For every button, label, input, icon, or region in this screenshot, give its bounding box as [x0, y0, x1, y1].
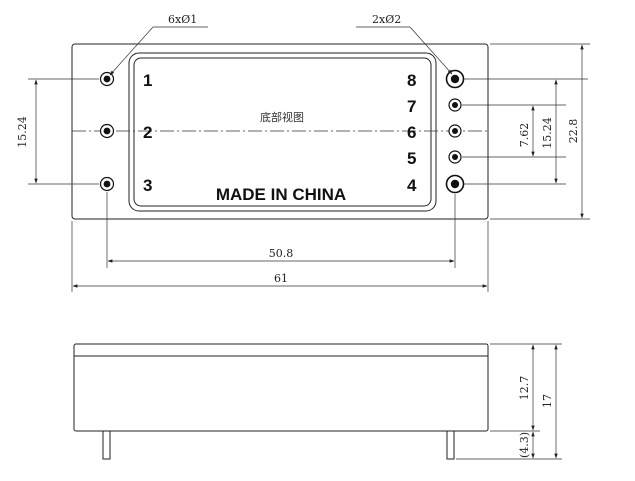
dim-pin-length: (4.3) — [518, 431, 535, 459]
svg-text:61: 61 — [274, 272, 288, 285]
pin-hole-7 — [448, 98, 462, 112]
svg-text:17: 17 — [541, 394, 554, 408]
svg-text:12.7: 12.7 — [518, 376, 531, 401]
pin-label-6: 6 — [407, 123, 416, 142]
side-view: 12.7 (4.3) 17 — [73, 343, 562, 460]
svg-text:15.24: 15.24 — [541, 117, 554, 149]
dim-pin-pitch-right: 7.62 — [518, 105, 535, 157]
pin-label-8: 8 — [407, 71, 416, 90]
bottom-view: 底部视图 MADE IN CHINA — [16, 13, 590, 292]
pin-hole-1 — [99, 71, 115, 87]
body-outline — [71, 43, 489, 220]
svg-text:22.8: 22.8 — [567, 119, 580, 144]
dim-left-pin-span: 15.24 — [16, 78, 99, 185]
pin-hole-4 — [445, 174, 465, 194]
svg-text:7.62: 7.62 — [518, 123, 531, 148]
dim-body-height: 22.8 — [567, 44, 584, 219]
pin-label-3: 3 — [143, 176, 152, 195]
made-in-china-marking: MADE IN CHINA — [216, 185, 346, 204]
svg-text:2xØ2: 2xØ2 — [372, 13, 401, 26]
small-hole-callout: 6xØ1 — [109, 13, 208, 76]
pin-hole-6 — [448, 124, 462, 138]
pin-hole-8 — [445, 69, 465, 89]
dim-pin-row-spacing: 50.8 — [106, 192, 456, 268]
pin-label-5: 5 — [407, 149, 416, 168]
pin-hole-5 — [448, 150, 462, 164]
pin-label-1: 1 — [143, 71, 152, 90]
pin-left — [102, 430, 111, 460]
svg-text:(4.3): (4.3) — [518, 432, 531, 458]
dim-body-length: 61 — [71, 221, 489, 292]
dim-overall-height: 17 — [541, 344, 558, 459]
pin-right — [446, 430, 455, 460]
dim-case-height: 12.7 — [518, 344, 535, 431]
pin-label-7: 7 — [407, 97, 416, 116]
view-label: 底部视图 — [260, 110, 304, 124]
pin-label-4: 4 — [407, 176, 417, 195]
large-hole-callout: 2xØ2 — [356, 13, 453, 75]
dim-right-pin-span: 15.24 — [541, 79, 558, 184]
pin-hole-2 — [99, 123, 115, 139]
pin-label-2: 2 — [143, 123, 152, 142]
svg-text:50.8: 50.8 — [269, 247, 294, 260]
svg-text:15.24: 15.24 — [16, 116, 29, 148]
label-frame-outer — [128, 52, 437, 212]
pin-hole-3 — [99, 176, 115, 192]
svg-text:6xØ1: 6xØ1 — [168, 13, 197, 26]
label-frame-inner — [133, 57, 432, 207]
dim-right-extension-lines — [462, 43, 590, 220]
case-outline — [73, 343, 489, 432]
